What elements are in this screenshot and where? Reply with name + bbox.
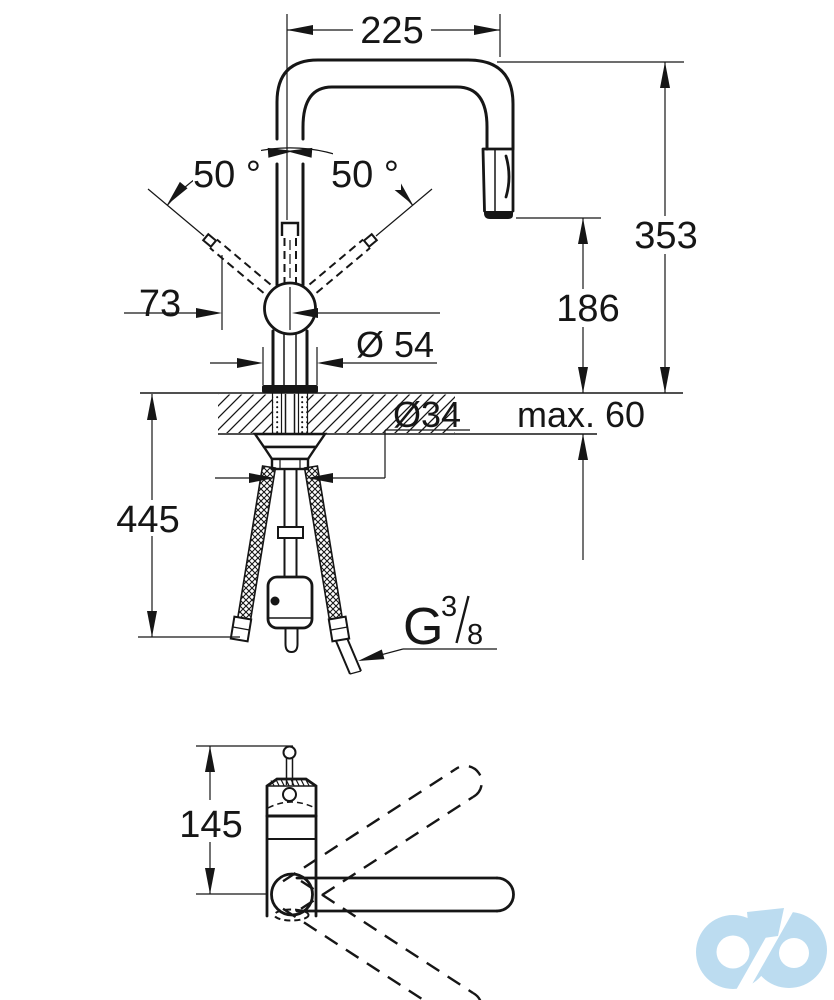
side-view: 50 ° 50 ° — [116, 10, 698, 675]
lever-tip-top — [282, 745, 297, 760]
spout-pivot — [270, 872, 314, 917]
hose-weight — [266, 575, 314, 630]
dim-lever-projection: 73 — [124, 255, 440, 330]
dim-hose-length-label: 445 — [116, 499, 179, 541]
dim-total-height: 353 — [497, 61, 698, 393]
spout-outline — [275, 58, 515, 287]
lever-rotated-right — [308, 188, 433, 294]
countertop-section — [140, 392, 683, 435]
dim-mounting-thickness: max. 60 — [517, 394, 645, 560]
pullout-hose-weight — [266, 469, 314, 654]
logo-top-bridge — [747, 908, 784, 940]
thread-denominator: 8 — [467, 619, 483, 651]
dim-swivel-body-height: 145 — [179, 745, 293, 895]
dim-angle-left-label: 50 ° — [193, 154, 261, 196]
dim-outlet-height: 186 — [516, 217, 620, 393]
dim-body-diameter: Ø 54 — [210, 324, 440, 385]
dim-spout-reach-label: 225 — [360, 10, 423, 52]
dim-total-height-label: 353 — [634, 215, 697, 257]
label-mask — [333, 150, 401, 190]
dim-hole-diameter-label: Ø34 — [393, 394, 461, 435]
thread-numerator: 3 — [441, 591, 457, 623]
dim-angle-right-label: 50 ° — [331, 154, 399, 196]
dim-body-diameter-label: Ø 54 — [356, 324, 434, 365]
dim-swivel-body-height-label: 145 — [179, 804, 242, 846]
body-pipe — [262, 329, 318, 393]
dim-hole-diameter: Ø34 — [215, 394, 470, 483]
supply-hose-left — [229, 465, 277, 643]
spray-head — [481, 147, 515, 219]
dim-spout-reach: 225 — [286, 10, 501, 220]
dim-mounting-thickness-label: max. 60 — [517, 394, 645, 435]
top-view: 145 — [179, 745, 515, 1000]
dim-lever-projection-label: 73 — [139, 283, 181, 325]
top-view-spout-swung-down — [282, 879, 482, 1000]
supply-hose-right — [303, 465, 362, 675]
top-view-spout-swung-up — [282, 764, 483, 910]
thread-letter: G — [403, 598, 443, 656]
thread-callout: G 3 8 — [356, 591, 497, 666]
ball-joint — [263, 281, 317, 336]
base-flange — [262, 385, 318, 393]
top-view-spout — [270, 872, 515, 917]
lever-rotated-left — [147, 188, 272, 294]
threaded-shank-left — [272, 394, 282, 434]
mounting-hardware — [252, 432, 328, 471]
logo-gap-slash — [734, 903, 795, 999]
label-mask — [193, 150, 261, 190]
fraction-slash — [455, 595, 470, 644]
dim-hose-length: 445 — [116, 394, 240, 638]
top-view-body — [265, 745, 318, 922]
watermark-logo — [696, 903, 827, 999]
threaded-shank-right — [298, 394, 308, 434]
dim-outlet-height-label: 186 — [556, 288, 619, 330]
